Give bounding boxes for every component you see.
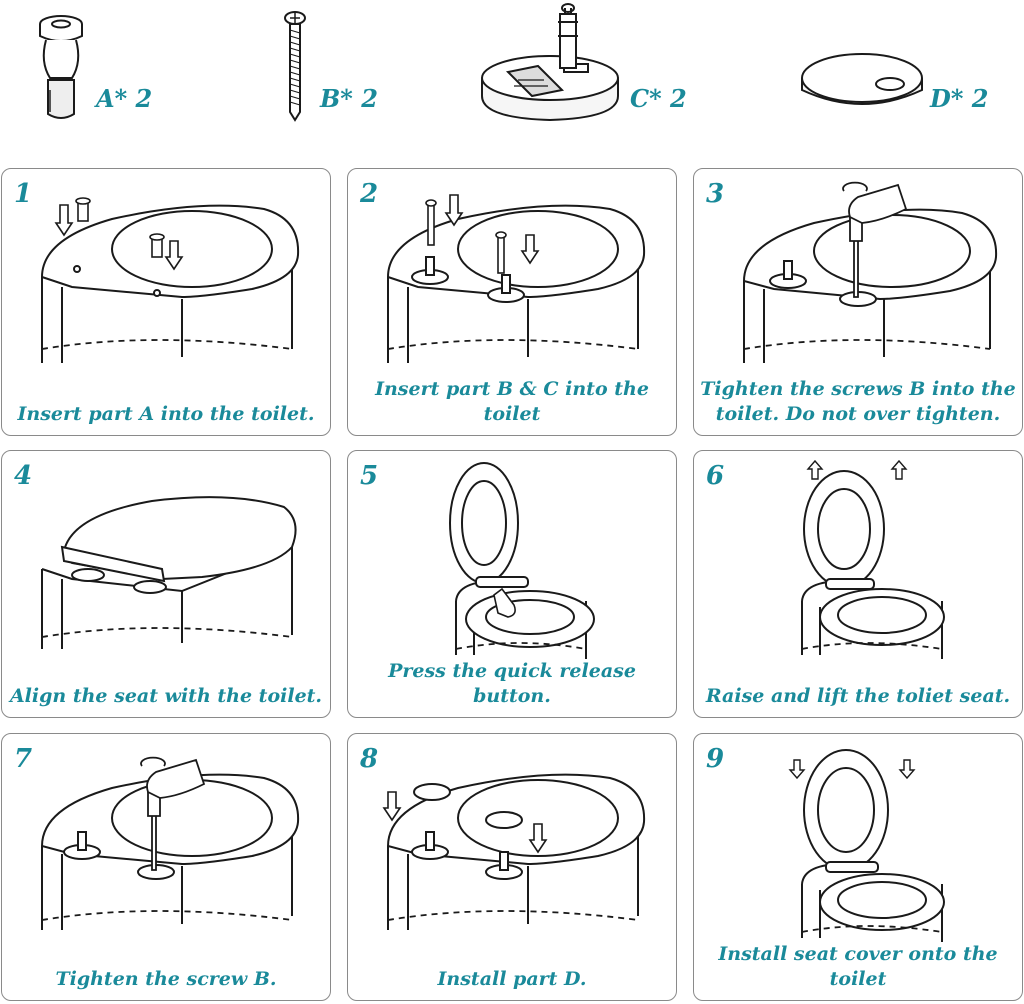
step-9-panel: 9 Install seat cover onto the toilet [693,733,1023,1001]
step-caption: Install seat cover onto the toilet [718,943,998,990]
step-caption: Align the seat with the toilet. [9,685,323,707]
toilet-seat-cover-illustration [788,749,945,942]
toilet-bowl-illustration [40,197,300,363]
screw-icon [284,11,306,122]
step-7-panel: 7 Tighten the screw B. [1,733,331,1001]
step-2-panel: 2 Insert part B & C into the toilet [347,168,677,436]
step-number: 8 [360,744,379,774]
toilet-seat-open-illustration [449,462,595,659]
collar-icon [39,15,83,119]
step-number: 1 [14,179,33,209]
step-number: 4 [14,461,33,491]
step-number: 3 [706,179,725,209]
part-b-label: B* 2 [320,84,378,113]
step-caption: Insert part B & C into the toilet [375,378,649,425]
hinge-base-icon [481,3,619,122]
cover-cap-icon [801,53,923,105]
part-a-label: A* 2 [96,84,153,113]
toilet-bowl-illustration [386,194,646,363]
part-c-label: C* 2 [630,84,687,113]
step-number: 7 [14,744,33,774]
toilet-bowl-illustration [40,756,300,930]
step-1-panel: 1 Insert part A into the toilet. [1,168,331,436]
step-3-panel: 3 Tighten the screws B into the toilet. … [693,168,1023,436]
part-d: D* 2 [798,0,998,140]
step-number: 6 [706,461,725,491]
part-c: C* 2 [478,0,688,140]
step-caption: Tighten the screw B. [55,968,277,990]
step-caption: Raise and lift the toliet seat. [705,685,1011,707]
step-4-panel: 4 Align the seat with the toilet. [1,450,331,718]
toilet-seat-closed-illustration [41,496,297,649]
step-caption: Install part D. [437,968,587,990]
step-number: 5 [360,461,379,491]
step-6-panel: 6 Raise and lift the toliet seat. [693,450,1023,718]
part-a: A* 2 [30,0,180,140]
step-8-panel: 8 Install part D. [347,733,677,1001]
step-number: 9 [706,744,725,774]
step-caption: Press the quick release button. [388,660,636,707]
toilet-seat-lift-illustration [801,459,945,659]
step-caption: Insert part A into the toilet. [17,403,315,425]
step-number: 2 [360,179,379,209]
step-caption: Tighten the screws B into the toilet. Do… [700,378,1016,425]
step-5-panel: 5 Press the quick release button. [347,450,677,718]
toilet-bowl-illustration [382,773,646,930]
toilet-bowl-illustration [742,181,998,363]
part-b: B* 2 [272,0,392,140]
part-d-label: D* 2 [930,84,989,113]
